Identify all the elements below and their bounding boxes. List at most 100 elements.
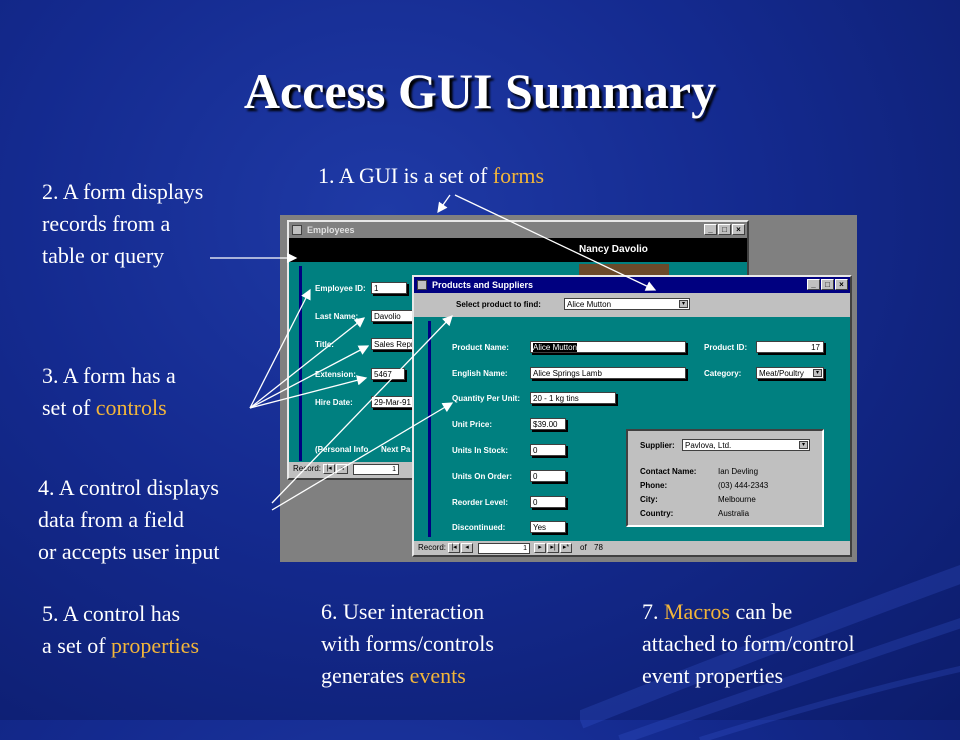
arrow-3b [249, 317, 366, 409]
arrow-3c [249, 345, 370, 409]
point-6-line2: with forms/controls [321, 631, 494, 656]
field-label: Units In Stock: [452, 446, 509, 455]
units-in-stock-field[interactable]: 0 [530, 444, 566, 456]
point-2-line3: table or query [42, 243, 165, 268]
product-id-field[interactable]: 17 [756, 341, 824, 353]
point-7-line3: event properties [642, 663, 784, 688]
country-value: Australia [718, 509, 750, 518]
product-name-value: Alice Mutton [533, 343, 578, 352]
product-id-label: Product ID: [704, 343, 748, 352]
select-product-combo[interactable]: Alice Mutton ▾ [564, 298, 690, 310]
field-label: Last Name: [315, 312, 359, 321]
next-record-icon[interactable]: ▸ [534, 543, 546, 553]
point-4: 4. A control displays data from a field … [38, 472, 219, 568]
point-7-line1: 7. Macros can be [642, 596, 855, 628]
field-label: Units On Order: [452, 472, 513, 481]
maximize-icon[interactable]: □ [718, 224, 731, 235]
maximize-icon[interactable]: □ [821, 279, 834, 290]
country-label: Country: [640, 509, 674, 518]
contact-name-label: Contact Name: [640, 467, 697, 476]
point-7-suffix: can be [729, 599, 793, 624]
record-of-label: of [580, 543, 587, 552]
field-label: English Name: [452, 369, 508, 378]
point-5: 5. A control has a set of properties [42, 598, 199, 662]
close-icon[interactable]: × [732, 224, 745, 235]
callout-arrows [249, 194, 657, 511]
discontinued-field[interactable]: Yes [530, 521, 566, 533]
select-product-value: Alice Mutton [567, 300, 612, 309]
record-number-field[interactable]: 1 [353, 464, 399, 475]
products-titlebar[interactable]: Products and Suppliers _ □ × [414, 277, 850, 293]
quantity-per-unit-field[interactable]: 20 - 1 kg tins [530, 392, 616, 404]
first-record-icon[interactable]: |◂ [323, 464, 335, 474]
units-on-order-field[interactable]: 0 [530, 470, 566, 482]
products-title: Products and Suppliers [432, 280, 534, 290]
select-product-label: Select product to find: [456, 300, 541, 309]
unit-price-field[interactable]: $39.00 [530, 418, 566, 430]
point-6-line3: generates events [321, 660, 494, 692]
dropdown-arrow-icon[interactable]: ▾ [813, 369, 822, 377]
minimize-icon[interactable]: _ [704, 224, 717, 235]
employees-title: Employees [307, 225, 355, 235]
dropdown-arrow-icon[interactable]: ▾ [679, 300, 688, 308]
employees-header: Nancy Davolio [289, 238, 747, 262]
arrow-4b [271, 402, 454, 511]
point-6: 6. User interaction with forms/controls … [321, 596, 494, 692]
employees-header-name: Nancy Davolio [579, 244, 648, 255]
point-3-accent: controls [95, 395, 167, 420]
point-3: 3. A form has a set of controls [42, 360, 176, 424]
extension-field[interactable]: 5467 [371, 368, 405, 380]
record-number-field[interactable]: 1 [478, 543, 530, 554]
field-label: Title: [315, 340, 334, 349]
field-label: Product Name: [452, 343, 509, 352]
point-7: 7. Macros can be attached to form/contro… [642, 596, 855, 692]
point-2-line2: records from a [42, 211, 171, 236]
category-label: Category: [704, 369, 742, 378]
reorder-level-field[interactable]: 0 [530, 496, 566, 508]
prev-record-icon[interactable]: ◂ [461, 543, 473, 553]
employee-id-field[interactable]: 1 [371, 282, 407, 294]
supplier-subform: Supplier: Pavlova, Ltd. ▾ Contact Name: … [626, 429, 824, 527]
field-label: Extension: [315, 370, 356, 379]
point-3-line2: set of controls [42, 392, 176, 424]
last-record-icon[interactable]: ▸| [547, 543, 559, 553]
minimize-icon[interactable]: _ [807, 279, 820, 290]
products-detail: Product Name: Alice Mutton English Name:… [414, 317, 850, 541]
point-1-accent: forms [492, 163, 545, 188]
products-header: Select product to find: Alice Mutton ▾ [414, 293, 850, 317]
point-6-line1: 6. User interaction [321, 599, 485, 624]
english-name-field[interactable]: Alice Springs Lamb [530, 367, 686, 379]
record-total: 78 [594, 543, 603, 552]
products-window[interactable]: Products and Suppliers _ □ × Select prod… [412, 275, 852, 557]
personal-info-label: (Personal Info [315, 445, 369, 454]
point-7-line2: attached to form/control [642, 631, 855, 656]
point-3-line1: 3. A form has a [42, 363, 176, 388]
point-1: 1. A GUI is a set of forms [318, 160, 544, 192]
record-label: Record: [418, 543, 447, 552]
product-name-field[interactable]: Alice Mutton [530, 341, 686, 353]
arrow-3d [249, 375, 368, 409]
point-2: 2. A form displays records from a table … [42, 176, 203, 272]
employees-titlebar[interactable]: Employees _ □ × [289, 222, 747, 238]
new-record-icon[interactable]: ▸* [560, 543, 572, 553]
first-record-icon[interactable]: |◂ [448, 543, 460, 553]
arrow-1a [437, 194, 451, 214]
close-icon[interactable]: × [835, 279, 848, 290]
point-7-accent: Macros [664, 599, 730, 624]
point-4-line3: or accepts user input [38, 539, 220, 564]
supplier-combo[interactable]: Pavlova, Ltd. ▾ [682, 439, 810, 451]
point-1-text: 1. A GUI is a set of [318, 163, 493, 188]
arrow-4a [271, 315, 453, 504]
point-6-accent: events [409, 663, 466, 688]
point-2-line1: 2. A form displays [42, 179, 204, 204]
dropdown-arrow-icon[interactable]: ▾ [799, 441, 808, 449]
next-page-button[interactable]: Next Pa [381, 445, 411, 454]
field-label: Employee ID: [315, 284, 366, 293]
point-5-line1: 5. A control has [42, 601, 181, 626]
field-label: Hire Date: [315, 398, 353, 407]
city-label: City: [640, 495, 658, 504]
point-5-line2: a set of properties [42, 630, 199, 662]
field-label: Unit Price: [452, 420, 493, 429]
accent-bar [428, 321, 431, 537]
category-combo[interactable]: Meat/Poultry ▾ [756, 367, 824, 379]
